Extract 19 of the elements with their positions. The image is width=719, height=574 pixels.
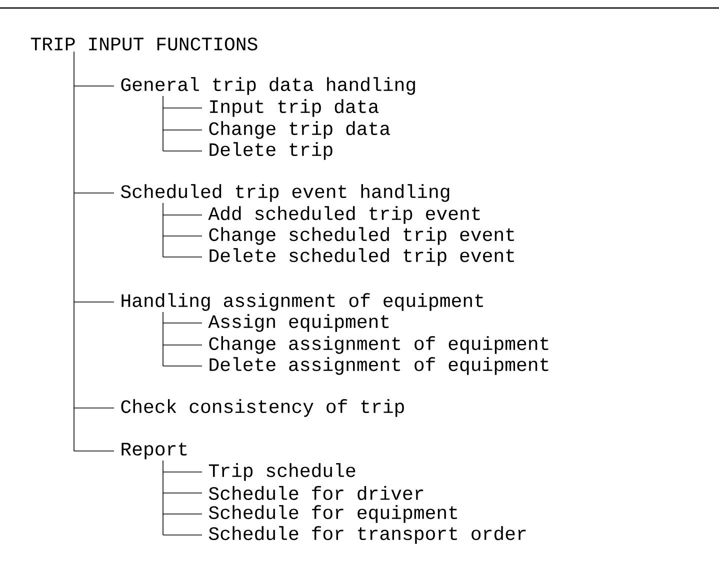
tree-item-text: Trip schedule (208, 463, 356, 481)
tree-item-text: Add scheduled trip event (208, 206, 480, 224)
tree-item-text: Delete assignment of equipment (210, 357, 548, 375)
heading-text: TRIP INPUT FUNCTIONS (30, 38, 258, 50)
tree-item-text: Schedule for driver (208, 486, 424, 500)
tree-item-text: General trip data handling (121, 77, 415, 95)
tree-item-text: Schedule for transport order (208, 526, 526, 544)
tree-item-text: Scheduled trip event handling (120, 184, 450, 202)
tree-item-text: Check consistency of trip (121, 399, 404, 417)
tree-item-text: Change assignment of equipment (209, 336, 548, 354)
tree-item-text: Handling assignment of equipment (122, 293, 484, 311)
tree-item-text: Assign equipment (208, 314, 389, 332)
tree-item-text: Schedule for equipment (208, 505, 458, 523)
tree-item-text: Delete trip (210, 142, 332, 160)
tree-item-text: Report (122, 442, 187, 460)
tree-item-text: Change scheduled trip event (209, 227, 514, 245)
tree-item-text: Delete scheduled trip event (210, 248, 514, 266)
tree-item-text: Input trip data (210, 99, 379, 117)
tree-item-text: Change trip data (209, 121, 390, 139)
